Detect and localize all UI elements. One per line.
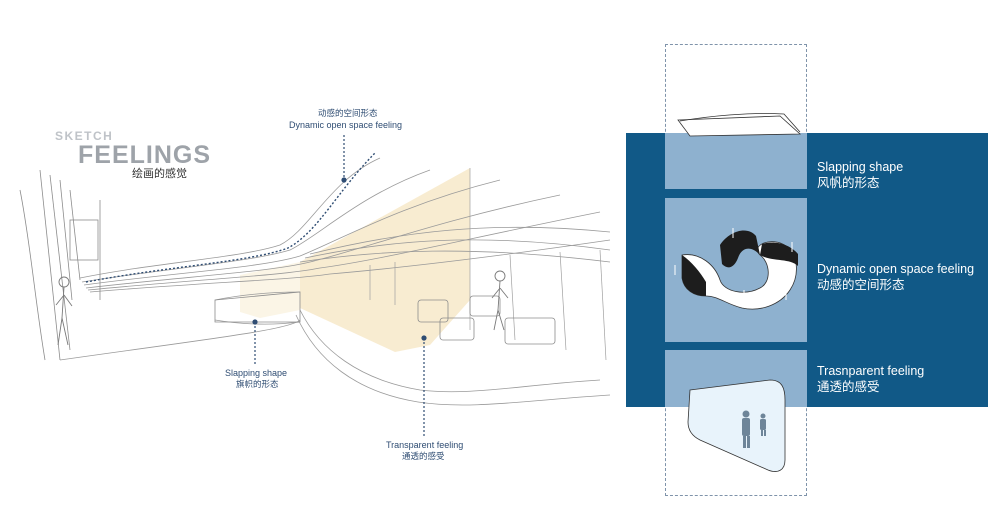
leader-lines [252,135,427,437]
panel-label-transparent-cn: 通透的感受 [817,379,880,394]
seating [417,295,556,345]
heading-feelings: FEELINGS [78,141,212,169]
annotation-slapping-en: Slapping shape [225,368,288,378]
glazing-tint [300,168,470,352]
panel-label-transparent: Trasnparent feeling 通透的感受 [817,364,924,395]
ceiling-accent-line [85,151,377,283]
floor-lines [59,291,611,406]
annotation-dynamic-en: Dynamic open space feeling [289,120,403,130]
annotation-slapping-cn: 旗帜的形态 [236,379,279,389]
sail-shape-model [677,113,802,137]
ceiling-lines [79,157,611,293]
annotation-transparent-en: Transparent feeling [386,440,464,450]
panel-label-transparent-en: Trasnparent feeling [817,364,925,378]
box-slapping [665,133,807,189]
wave-shape-model [674,228,798,310]
left-wall [19,169,101,361]
panel-label-dynamic: Dynamic open space feeling 动感的空间形态 [817,262,974,293]
transparent-glass-model [687,379,786,472]
panel-label-dynamic-cn: 动感的空间形态 [817,277,905,292]
panel-label-slapping: Slapping shape 风帆的形态 [817,160,903,191]
panel-label-dynamic-en: Dynamic open space feeling [817,262,975,276]
annotation-dynamic-cn: 动感的空间形态 [318,108,378,118]
people-figures [55,270,509,346]
panel-label-slapping-en: Slapping shape [817,160,904,174]
heading-sketch: SKETCH [55,129,114,143]
heading-cn: 绘画的感觉 [132,168,187,180]
reception-desk [214,291,301,323]
interior-sketch-illustration [19,135,611,437]
panel-label-slapping-cn: 风帆的形态 [817,175,880,190]
annotation-transparent-cn: 通透的感受 [402,451,445,461]
